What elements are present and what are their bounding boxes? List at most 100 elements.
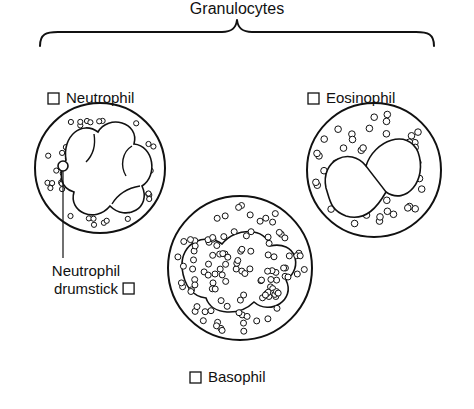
granule	[231, 229, 237, 235]
granule	[282, 235, 288, 241]
granule	[241, 320, 247, 326]
granule	[192, 282, 198, 288]
granule	[91, 222, 96, 227]
granule	[294, 271, 300, 277]
granule	[265, 234, 271, 240]
granule	[88, 120, 93, 125]
granule	[383, 118, 390, 125]
granule	[218, 298, 224, 304]
cell-membrane	[307, 103, 441, 237]
cell-membrane	[168, 196, 312, 340]
granule	[418, 186, 425, 193]
granule	[384, 197, 391, 204]
granule	[247, 266, 253, 272]
granule	[221, 234, 227, 240]
granule	[254, 318, 260, 324]
granule	[405, 205, 412, 212]
granule	[146, 191, 151, 196]
eosinophil-nucleus	[325, 139, 420, 217]
neutrophil-cell	[35, 103, 165, 258]
granule	[214, 215, 220, 221]
cell-name: Eosinophil	[326, 89, 395, 106]
granule	[241, 292, 247, 298]
eosinophil-cell	[307, 103, 441, 237]
granule	[217, 266, 223, 272]
granule	[214, 243, 220, 249]
granule	[151, 144, 156, 149]
granule	[125, 216, 130, 221]
granule	[408, 133, 415, 140]
cell-name: Basophil	[208, 368, 266, 386]
granule	[46, 153, 51, 158]
granule	[220, 251, 226, 257]
granule	[263, 215, 269, 221]
checkbox	[123, 283, 134, 294]
granule	[175, 254, 181, 260]
granule	[236, 204, 242, 210]
granule	[377, 214, 384, 221]
nucleus-lobe-line	[86, 134, 140, 204]
granule	[68, 119, 73, 124]
granule	[180, 263, 186, 269]
granule	[335, 126, 342, 133]
granule	[178, 280, 184, 286]
checkbox	[190, 372, 201, 383]
granule	[271, 254, 277, 260]
granule	[212, 271, 218, 277]
granule	[275, 290, 281, 296]
granule	[281, 265, 287, 271]
granule	[192, 243, 198, 249]
granule	[272, 211, 278, 217]
granule	[360, 145, 367, 152]
granule	[276, 229, 282, 235]
granule	[210, 280, 216, 286]
granule	[371, 114, 378, 121]
granule	[147, 196, 152, 201]
cell-name: Neutrophil	[66, 89, 134, 106]
granule	[340, 145, 347, 152]
checkbox	[308, 93, 319, 104]
granule	[223, 261, 229, 267]
granule	[259, 277, 265, 283]
granule	[274, 305, 280, 311]
granule	[181, 239, 187, 245]
neutrophil-nucleus	[61, 122, 152, 215]
granule	[210, 252, 216, 258]
basophil-cell	[168, 196, 312, 340]
granule	[297, 253, 303, 259]
granule	[188, 237, 194, 243]
granule	[351, 220, 358, 227]
cell-name: Neutrophil	[66, 89, 134, 107]
granule	[248, 248, 254, 254]
granule	[241, 328, 247, 334]
checkbox	[48, 93, 59, 104]
granule	[248, 229, 254, 235]
granule	[210, 235, 216, 241]
granule	[235, 258, 241, 264]
granule	[270, 219, 276, 225]
granule	[214, 323, 220, 329]
granule	[384, 111, 391, 118]
granule	[91, 216, 96, 221]
granule	[390, 211, 397, 218]
granule	[50, 181, 55, 186]
granule	[258, 278, 264, 284]
granule	[194, 304, 200, 310]
granule	[265, 252, 271, 258]
granule	[60, 150, 65, 155]
granule	[200, 318, 206, 324]
granule	[223, 278, 229, 284]
granule	[222, 213, 228, 219]
granule	[236, 310, 242, 316]
granule	[257, 218, 263, 224]
granule	[384, 208, 391, 215]
granule	[206, 261, 212, 267]
cell-membrane	[35, 103, 165, 233]
granule	[274, 277, 280, 283]
granule	[242, 271, 248, 277]
granule	[212, 286, 218, 292]
granule	[190, 266, 196, 272]
granule	[60, 187, 65, 192]
part-name: Neutrophil drumstick	[52, 262, 120, 297]
granule	[314, 150, 321, 157]
